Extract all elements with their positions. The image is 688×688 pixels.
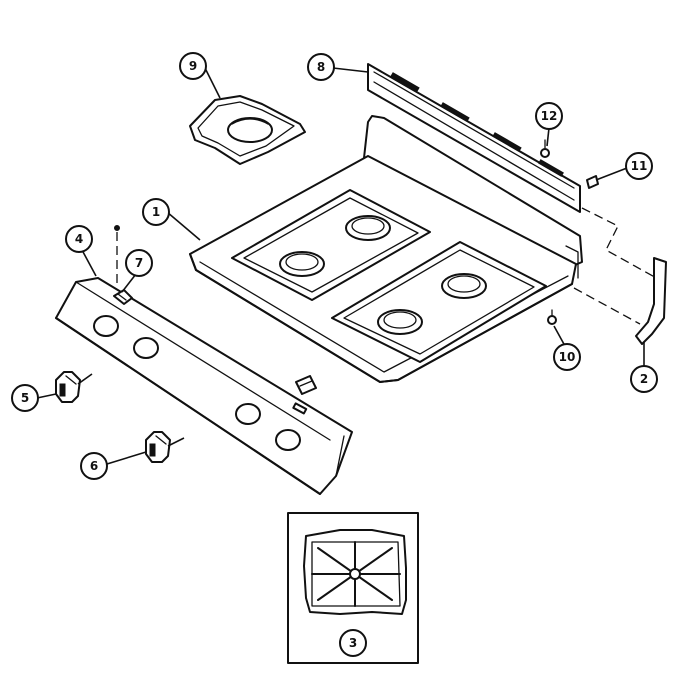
callout-1-label: 1	[152, 205, 160, 219]
callout-4: 4	[65, 225, 93, 253]
part-10-screw	[547, 309, 557, 325]
part-9-spill-tray	[189, 95, 306, 165]
callout-6-label: 6	[90, 459, 98, 473]
callout-1: 1	[142, 198, 170, 226]
callout-11: 11	[625, 152, 653, 180]
callout-10: 10	[553, 343, 581, 371]
callout-11-label: 11	[631, 159, 648, 173]
callout-5-label: 5	[21, 391, 29, 405]
callout-4-label: 4	[75, 232, 83, 246]
part-12-screw	[540, 139, 550, 158]
part-3-grate	[287, 512, 419, 664]
assembly-line-right-upper	[581, 207, 661, 281]
assembly-line-right-lower	[573, 287, 641, 325]
part-5-knob	[55, 371, 81, 403]
callout-9: 9	[179, 52, 207, 80]
callout-2-label: 2	[640, 372, 648, 386]
part-8-rear-trim	[367, 63, 581, 213]
callout-3: 3	[339, 629, 367, 657]
callout-3-label: 3	[349, 636, 357, 650]
part-4-control-panel	[55, 277, 353, 495]
callout-5: 5	[11, 384, 39, 412]
callout-10-label: 10	[559, 350, 576, 364]
callout-8-label: 8	[317, 60, 325, 74]
part-6-knob	[145, 431, 171, 463]
part-2-side-trim	[635, 257, 667, 345]
callout-8: 8	[307, 53, 335, 81]
panel-screw	[114, 225, 120, 284]
part-1-cooktop	[189, 115, 583, 383]
callout-7: 7	[125, 249, 153, 277]
callout-9-label: 9	[189, 59, 197, 73]
callout-6: 6	[80, 452, 108, 480]
callout-2: 2	[630, 365, 658, 393]
callout-7-label: 7	[135, 256, 143, 270]
part-7-switch	[113, 289, 133, 305]
part-11-clip	[586, 175, 599, 189]
callout-12-label: 12	[541, 109, 558, 123]
leader-lines	[36, 65, 645, 465]
callout-12: 12	[535, 102, 563, 130]
